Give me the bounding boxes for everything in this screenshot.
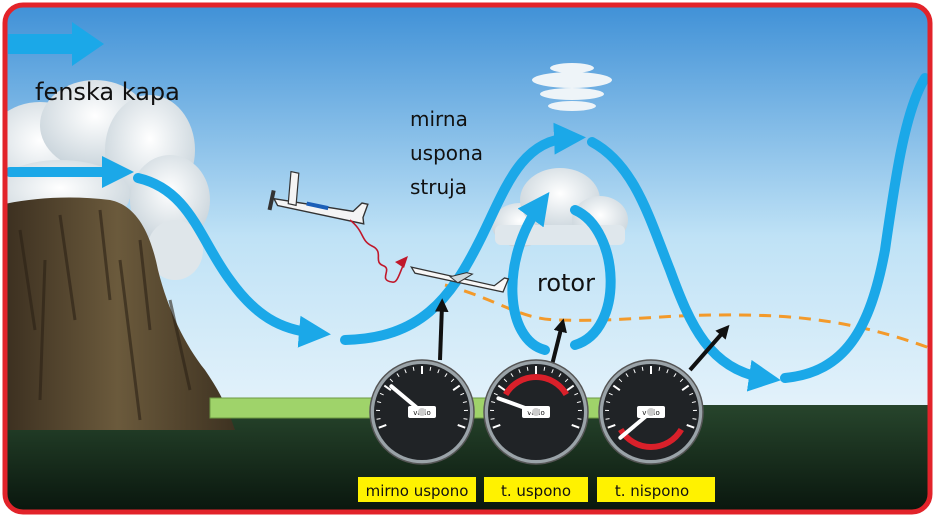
variometer-needle	[496, 396, 538, 414]
glider-path	[444, 283, 928, 352]
rotor-label: rotor	[537, 269, 595, 297]
mountain	[7, 197, 235, 430]
laminar-label-line1: mirna	[410, 107, 468, 131]
caption-t-nispono: t. nispono	[615, 482, 689, 500]
airflow-lines	[7, 73, 928, 392]
wind-direction-arrow	[8, 22, 104, 66]
glider	[409, 266, 510, 293]
vertical-speed-arrows	[434, 298, 730, 372]
tow-rope	[349, 219, 406, 283]
laminar-label-line2: uspona	[410, 141, 483, 165]
caption-box-2: t. uspono	[484, 477, 588, 502]
lenticular-cloud	[532, 63, 612, 111]
caption-box-1: mirno uspono	[358, 477, 476, 502]
mountain-ridges	[18, 209, 192, 421]
variometer-gauge-1: vario	[369, 359, 475, 465]
variometer-needle	[618, 410, 653, 440]
caption-mirno-uspono: mirno uspono	[366, 482, 469, 500]
caption-box-3: t. nispono	[597, 477, 715, 502]
cap-cloud-label: fenska kapa	[35, 78, 180, 106]
laminar-label-line3: struja	[410, 175, 467, 199]
tow-rope-end	[395, 256, 408, 268]
caption-t-uspono: t. uspono	[501, 482, 571, 500]
variometer-gauge-3: vario	[598, 359, 704, 465]
variometer-gauge-2: vario	[483, 359, 589, 465]
variometer-needle	[389, 384, 424, 414]
tow-plane	[267, 170, 369, 225]
